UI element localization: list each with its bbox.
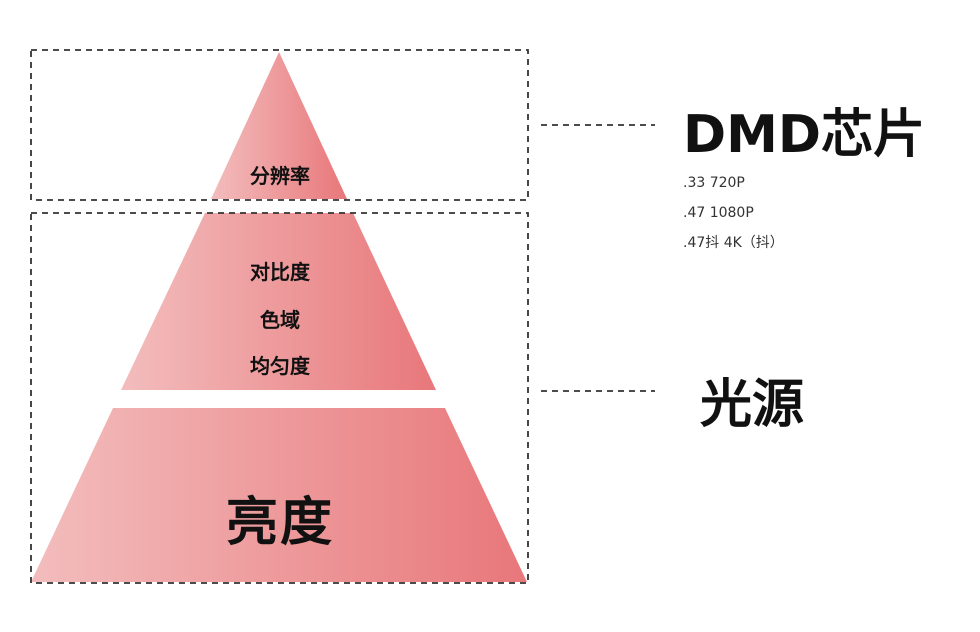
pyramid-base-segment — [31, 408, 527, 582]
dmd-spec-item: .47抖 4K（抖） — [683, 235, 784, 251]
dmd-spec-list: .33 720P .47 1080P .47抖 4K（抖） — [683, 172, 784, 262]
dmd-group-box — [30, 49, 529, 201]
dmd-spec-item: .47 1080P — [683, 205, 754, 221]
pyramid-top-label: 分辨率 — [250, 164, 310, 188]
pyramid-base-label: 亮度 — [225, 493, 334, 553]
pyramid-top-segment — [211, 52, 347, 199]
light-source-group-box — [30, 212, 529, 584]
pyramid-middle-label-uniformity: 均匀度 — [250, 354, 310, 378]
dmd-spec-item: .33 720P — [683, 175, 745, 191]
pyramid-middle-label-contrast: 对比度 — [250, 260, 310, 284]
pyramid-middle-segment — [121, 213, 436, 390]
light-source-group-title: 光源 — [700, 375, 805, 435]
dmd-group-title: DMD芯片 — [683, 105, 926, 165]
pyramid-middle-label-color-gamut: 色域 — [260, 308, 300, 332]
